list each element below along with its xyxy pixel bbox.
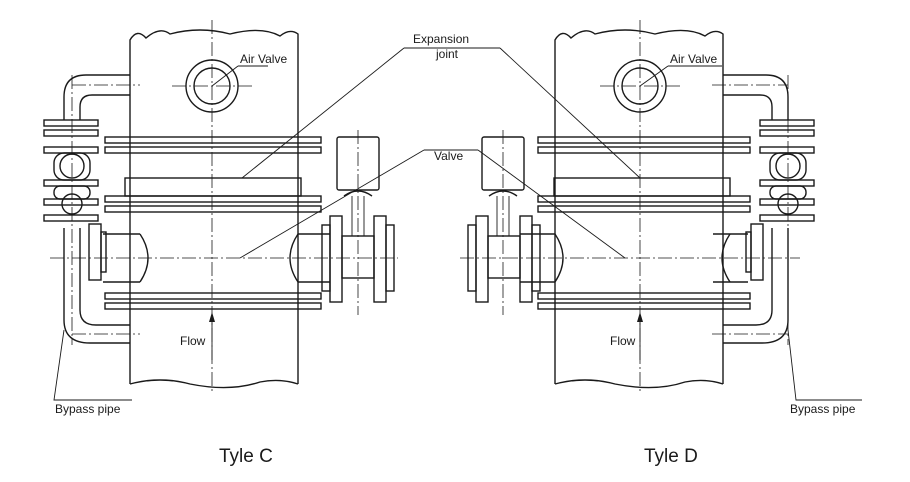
flow-right-label: Flow <box>610 334 636 348</box>
expansion-joint-label-line1: Expansion <box>413 32 469 46</box>
leader-lines <box>53 47 862 401</box>
caption-type-d: Tyle D <box>644 446 698 467</box>
column-left-break <box>129 379 299 389</box>
type-d-assembly <box>460 20 815 392</box>
column-right <box>554 29 724 384</box>
valve-label: Valve <box>434 149 463 163</box>
expansion-joint-right <box>553 177 731 197</box>
air-valve-left-label: Air Valve <box>240 52 287 66</box>
column-right-break <box>554 379 724 389</box>
caption-type-c: Tyle C <box>219 446 273 467</box>
bypass-right-label: Bypass pipe <box>790 402 856 416</box>
flow-left-label: Flow <box>180 334 206 348</box>
expansion-joint-left <box>124 177 302 197</box>
air-valve-right-label: Air Valve <box>670 52 717 66</box>
expansion-joint-label-line2: joint <box>435 47 459 61</box>
type-c-assembly <box>43 20 398 392</box>
column-left <box>129 29 299 384</box>
bypass-left-label: Bypass pipe <box>55 402 121 416</box>
